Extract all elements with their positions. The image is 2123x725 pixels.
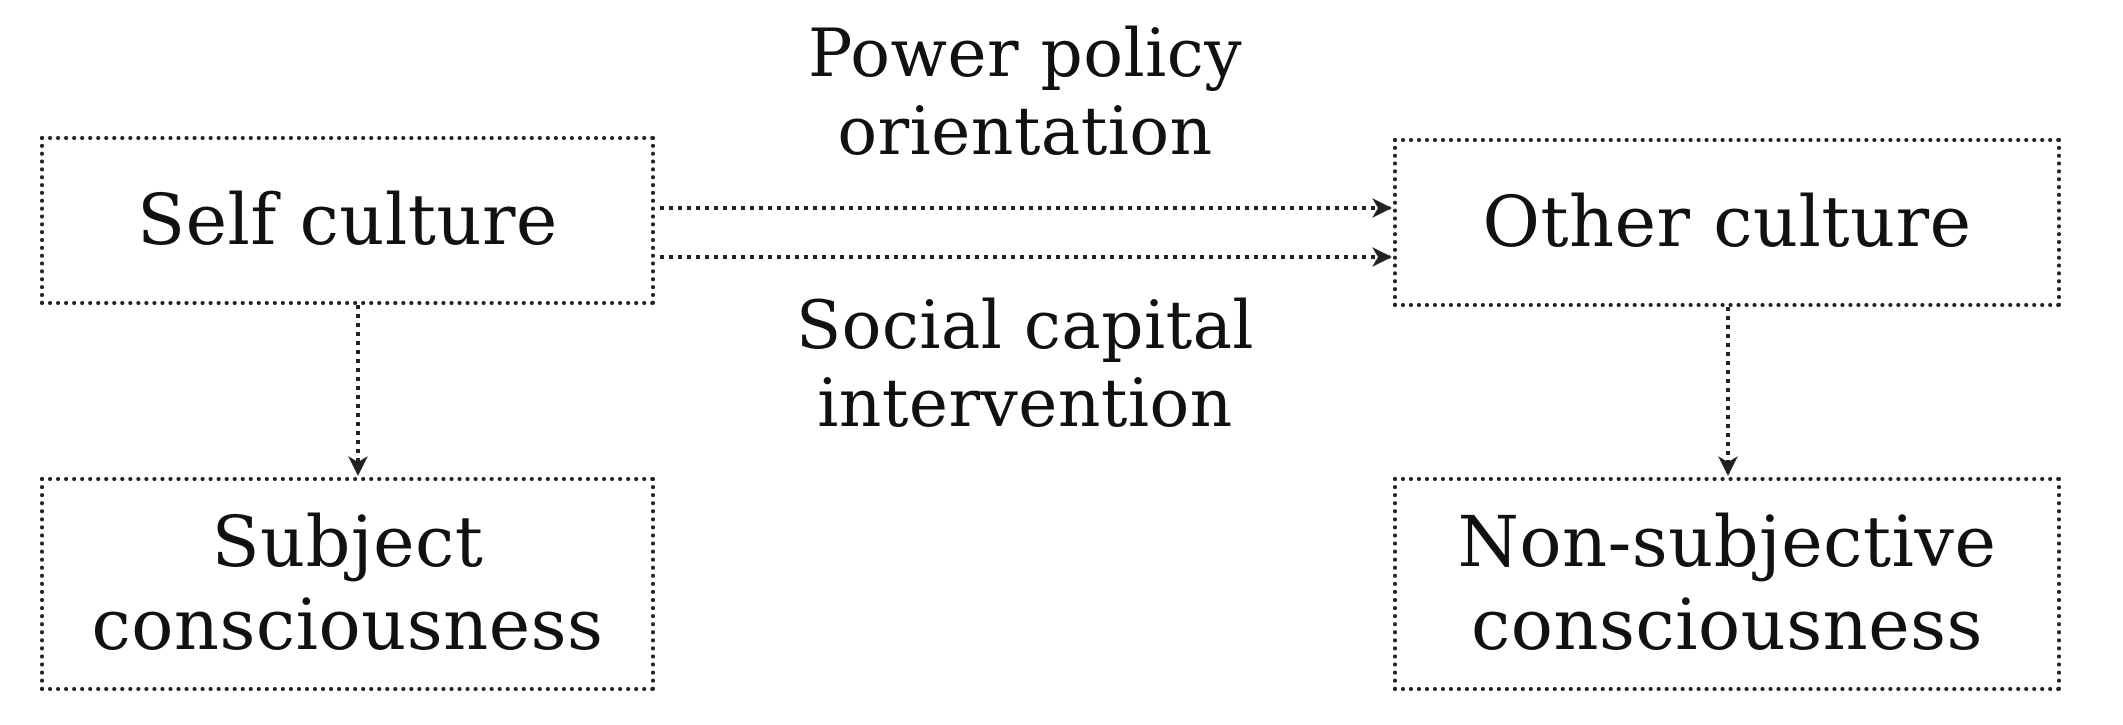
power-policy-orientation-label: Power policy orientation bbox=[690, 15, 1360, 171]
non-subjective-consciousness-label: Non-subjective consciousness bbox=[1458, 501, 1997, 666]
social-capital-line2: intervention bbox=[817, 364, 1233, 442]
other-culture-label: Other culture bbox=[1482, 181, 1972, 264]
power-policy-line1: Power policy bbox=[807, 15, 1242, 92]
self-culture-box: Self culture bbox=[40, 136, 655, 305]
non-subjective-consciousness-box: Non-subjective consciousness bbox=[1393, 477, 2061, 691]
non-subjective-consciousness-line2: consciousness bbox=[1471, 584, 1983, 666]
social-capital-line1: Social capital bbox=[795, 287, 1255, 364]
self-culture-label: Self culture bbox=[137, 179, 558, 262]
power-policy-line2: orientation bbox=[837, 92, 1213, 170]
other-culture-box: Other culture bbox=[1393, 138, 2061, 307]
subject-consciousness-line2: consciousness bbox=[91, 584, 604, 666]
subject-consciousness-line1: Subject bbox=[211, 501, 484, 584]
social-capital-intervention-label: Social capital intervention bbox=[690, 287, 1360, 443]
subject-consciousness-box: Subject consciousness bbox=[40, 477, 655, 691]
subject-consciousness-label: Subject consciousness bbox=[92, 501, 604, 666]
non-subjective-consciousness-line1: Non-subjective bbox=[1457, 501, 1997, 584]
